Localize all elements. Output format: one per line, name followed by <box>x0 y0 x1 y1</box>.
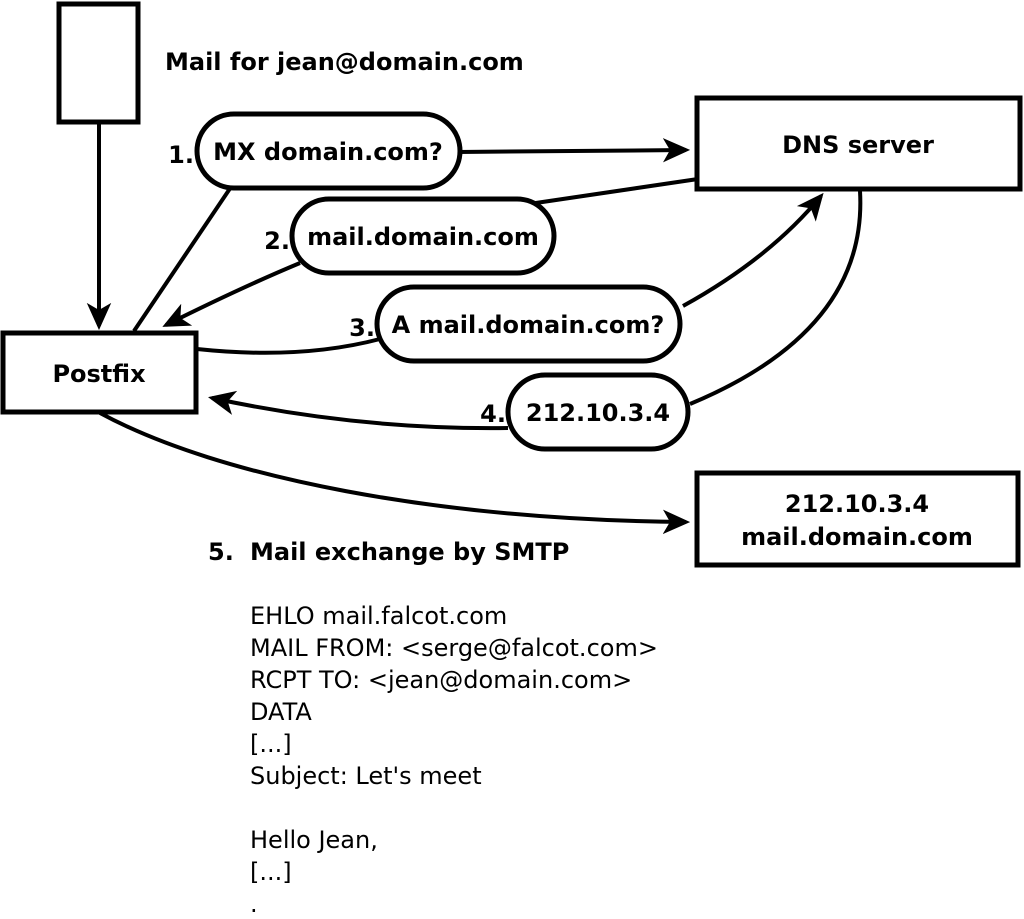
answer-pill-2 <box>289 196 557 276</box>
smtp-line: [...] <box>250 858 292 886</box>
step-number-3: 3. <box>349 314 375 342</box>
step-number-2: 2. <box>264 227 290 255</box>
mail-host-ip: 212.10.3.4 <box>785 490 929 518</box>
arrow-pill4-to-postfix <box>208 390 509 431</box>
mail-host-box <box>694 470 1021 568</box>
step-5-label: Mail exchange by SMTP <box>250 538 569 566</box>
answer-pill-2-label: mail.domain.com <box>307 223 539 251</box>
arrow-pill3-to-dns <box>682 192 824 308</box>
query-pill-3 <box>374 284 683 364</box>
query-pill-1 <box>194 111 463 191</box>
smtp-line: Subject: Let's meet <box>250 762 482 790</box>
smtp-line: . <box>250 890 258 918</box>
arrow-postfix-to-mailhost <box>99 411 691 535</box>
postfix-box <box>0 330 199 415</box>
smtp-line: EHLO mail.falcot.com <box>250 602 507 630</box>
step-number-5: 5. <box>208 538 234 566</box>
answer-pill-4-label: 212.10.3.4 <box>526 399 670 427</box>
mail-message-box <box>56 1 141 125</box>
dns-server-box <box>694 95 1023 192</box>
smtp-line: MAIL FROM: <serge@falcot.com> <box>250 634 658 662</box>
answer-pill-4 <box>505 372 691 452</box>
query-pill-3-label: A mail.domain.com? <box>392 311 665 339</box>
smtp-session-block: EHLO mail.falcot.com MAIL FROM: <serge@f… <box>250 602 658 918</box>
smtp-line: RCPT TO: <jean@domain.com> <box>250 666 632 694</box>
step-number-4: 4. <box>480 400 506 428</box>
step-number-1: 1. <box>168 141 194 169</box>
line-dns-to-pill2 <box>528 177 699 206</box>
line-postfix-to-pill3 <box>196 337 381 355</box>
line-pill1-to-postfix <box>132 185 233 333</box>
line-dns-to-pill4 <box>689 190 863 406</box>
smtp-line: DATA <box>250 698 312 726</box>
arrow-pill1-to-dns <box>457 137 691 163</box>
query-pill-1-label: MX domain.com? <box>213 138 443 166</box>
smtp-line: Hello Jean, <box>250 826 378 854</box>
mail-note-label: Mail for jean@domain.com <box>165 48 524 76</box>
postfix-label: Postfix <box>52 360 146 388</box>
arrow-pill2-to-postfix <box>162 261 301 327</box>
mail-host-hostname: mail.domain.com <box>741 523 973 551</box>
dns-server-label: DNS server <box>782 131 934 159</box>
smtp-line: [...] <box>250 730 292 758</box>
